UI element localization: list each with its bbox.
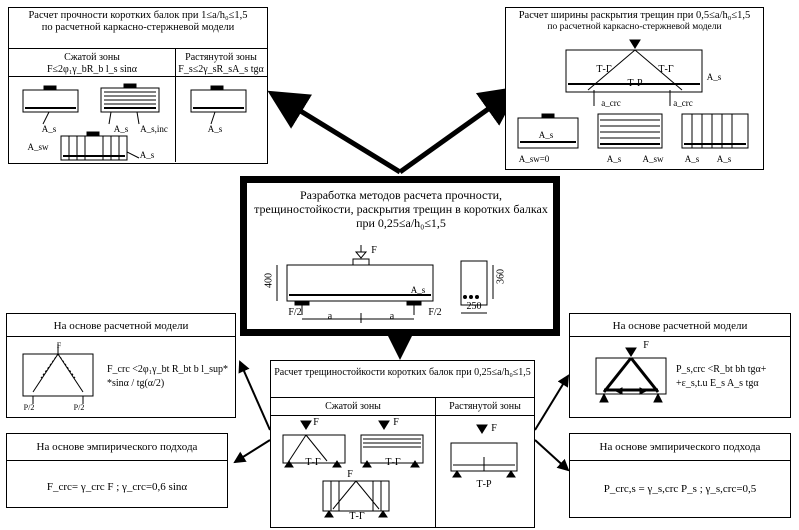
bc-force-2: F [393,417,399,428]
top-left-subtitle: по расчетной каркасно-стержневой модели [41,22,235,33]
top-right-title: Расчет ширины раскрытия трещин при 0,5≤a… [518,10,751,21]
label-tp: Т-Р [627,78,643,89]
label-as-3: A_s [139,150,155,160]
label-as-2: A_s [113,124,129,134]
top-right-subtitle: по расчетной каркасно-стержневой модели [547,22,722,32]
right-model-box: На основе расчетной модели F P_s,crc <R_… [569,313,791,418]
label-as-b4: A_s [716,154,732,164]
center-beam-sketch [276,245,494,323]
span-a-right: a [389,311,395,322]
left-model-box: На основе расчетной модели F P/2 P/2 F_c… [6,313,236,418]
compression-formula: F≤2φ₁γ_bR_b l_s sinα [47,64,137,75]
bc-tension-title: Растянутой зоны [449,401,521,412]
label-as-b2: A_s [606,154,622,164]
left-empirical-box: На основе эмпирического подхода F_crc= γ… [6,433,228,508]
bc-tp: Т-Р [476,479,492,490]
arrow-to-right-model [534,374,570,431]
top-right-sketches [517,39,749,149]
half-load-left: F/2 [288,307,302,318]
left-model-p2: P/2 [73,403,85,412]
label-acrc-1: a_crc [601,98,621,108]
left-model-title: На основе расчетной модели [53,320,189,332]
label-tg-1: Т-Г [596,64,612,75]
bottom-center-title: Расчет трещиностойкости коротких балок п… [274,367,531,378]
arrow-to-left-emp [233,439,271,464]
top-left-sketches [22,83,247,161]
right-emp-title: На основе эмпирического подхода [599,441,761,453]
dim-250: 250 [466,301,482,312]
center-force: F [371,245,377,256]
label-asw-zero: A_sw=0 [518,154,550,164]
center-box: Разработка методов расчета прочности, тр… [240,176,560,336]
label-as-4: A_s [207,124,223,134]
top-right-box: Расчет ширины раскрытия трещин при 0,5≤a… [505,7,764,170]
left-model-p1: P/2 [23,403,35,412]
bc-force-3: F [347,469,353,480]
left-emp-title: На основе эмпирического подхода [36,441,198,453]
left-model-sketch [22,344,94,404]
right-model-formula-1: P_s,crc <R_bt bh tgα+ [676,364,767,375]
span-a-left: a [327,311,333,322]
right-model-title: На основе расчетной модели [612,320,748,332]
left-emp-formula: F_crc= γ_crc F ; γ_crc=0,6 sinα [46,481,188,493]
center-title: Разработка методов расчета прочности, тр… [254,188,548,230]
dim-360: 360 [495,269,507,284]
bottom-center-sketches [282,420,518,518]
bc-tg-3: Т-Г [349,511,365,522]
tension-formula: F_s≤2γ_sR_sA_s tgα [178,64,264,75]
label-as-top: A_s [706,72,722,82]
bc-compression-title: Сжатой зоны [325,401,381,412]
right-model-force: F [643,340,649,351]
label-as-inc: A_s,inc [140,124,168,134]
label-as-1: A_s [41,124,57,134]
bottom-center-box: Расчет трещиностойкости коротких балок п… [270,360,535,528]
left-model-force: F [56,341,62,350]
bc-tg-2: Т-Г [385,457,401,468]
bc-tg-1: Т-Г [305,457,321,468]
arrow-to-top-right [398,86,521,175]
label-as-b1: A_s [538,130,554,140]
bc-force-4: F [491,423,497,434]
dim-400: 400 [263,273,275,288]
arrow-to-top-left [267,90,402,175]
half-load-right: F/2 [428,307,442,318]
right-model-formula-2: +ε_s,t.u E_s A_s tgα [676,378,759,389]
top-left-box: Расчет прочности коротких балок при 1≤a/… [8,7,268,164]
right-model-sketch [595,347,667,403]
label-acrc-2: a_crc [673,98,693,108]
top-left-title: Расчет прочности коротких балок при 1≤a/… [28,10,248,21]
arrow-to-left-model [238,360,271,431]
label-as-b3: A_s [684,154,700,164]
center-label-as: A_s [410,285,426,295]
right-empirical-box: На основе эмпирического подхода P_crc,s … [569,433,791,518]
arrow-to-right-emp [534,439,570,472]
tension-zone-title: Растянутой зоны [185,52,257,63]
label-asw-b: A_sw [642,154,664,164]
label-tg-2: Т-Г [658,64,674,75]
bc-force-1: F [313,417,319,428]
label-asw: A_sw [27,142,49,152]
compression-zone-title: Сжатой зоны [64,52,120,63]
left-model-formula-2: *sinα / tg(α/2) [107,378,165,389]
left-model-formula-1: F_crc <2φ₁γ_bt R_bt b l_sup* [107,364,228,375]
right-emp-formula: P_crc,s = γ_s,crc P_s ; γ_s,crc=0,5 [603,483,757,495]
